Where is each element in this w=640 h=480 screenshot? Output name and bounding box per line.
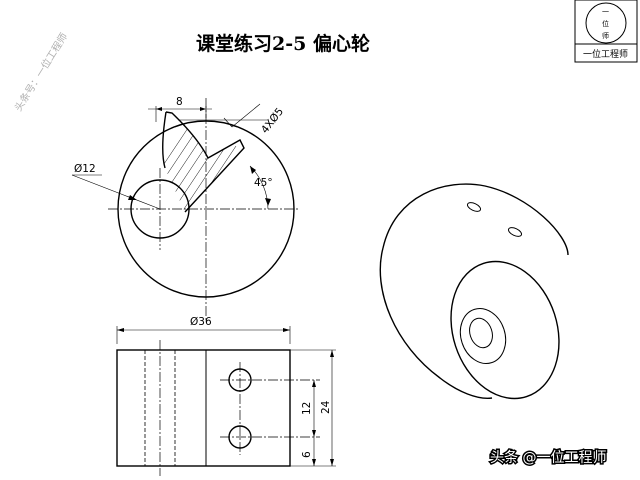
iso-hole-2 [507,227,523,237]
iso-bore-inner [469,317,493,349]
logo-caption: 一位工程师 [583,48,628,60]
footer: 头条 @一位工程师 [489,448,608,468]
bore-circle [130,179,190,239]
dim-bore: Ø12 [74,163,96,175]
footer-text: 头条 @一位工程师 [490,449,606,466]
logo-glyph-top: 一 [602,8,609,16]
logo-glyph-bottom: 师 [602,31,609,40]
iso-hole-1 [466,202,482,212]
page-title: 课堂练习2-5 偏心轮 [196,32,370,55]
top-view: 8 4XØ5 45° Ø12 [71,96,300,320]
dim-spacing: 12 [301,402,313,415]
logo-glyph-mid: 位 [602,19,609,28]
dim-outer: Ø36 [190,316,212,328]
iso-bore-outer [459,308,507,364]
logo: 一 位 师 一位工程师 [574,0,638,63]
dim-angle: 45° [254,177,273,189]
dim-holes: 4XØ5 [259,106,286,136]
dim-offset: 6 [301,451,313,458]
isometric-view [379,183,569,400]
watermark: 头条号：一位工程师 [12,30,71,113]
front-view: Ø36 12 6 24 [116,316,336,476]
dim-width-8: 8 [176,96,183,108]
dim-height: 24 [320,400,332,414]
outer-circle [117,120,295,298]
front-face [450,260,560,400]
front-body [116,349,291,467]
watermark-text: 头条号：一位工程师 [12,30,71,113]
